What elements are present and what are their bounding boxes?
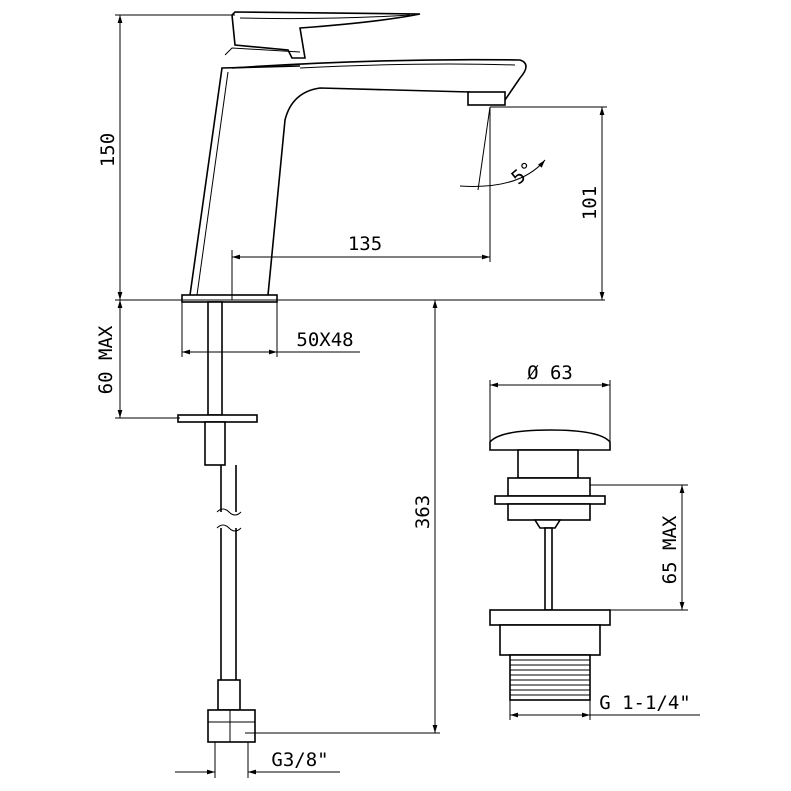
faucet-lever [224, 11, 421, 59]
label-101: 101 [579, 186, 601, 220]
dimension-50x48: 50X48 [181, 302, 360, 357]
label-135: 135 [348, 233, 382, 255]
label-150: 150 [97, 133, 119, 167]
label-363: 363 [412, 495, 434, 529]
label-65-max: 65 MAX [659, 515, 681, 584]
pop-up-waste [489, 429, 611, 701]
dimension-150: 150 [97, 14, 605, 301]
dimension-65-max: 65 MAX [590, 484, 688, 611]
label-60-max: 60 MAX [95, 325, 117, 394]
dimension-363: 363 [245, 300, 440, 734]
dimension-g3-8: G3/8" [175, 742, 340, 778]
dimension-60-max: 60 MAX [95, 300, 180, 419]
label-g3-8: G3/8" [271, 749, 328, 771]
dimension-135: 135 [231, 233, 490, 300]
label-diameter-63: Ø 63 [527, 362, 573, 384]
faucet-body [181, 58, 527, 303]
dimension-diameter-63: Ø 63 [489, 362, 611, 442]
label-50x48: 50X48 [296, 329, 353, 351]
label-5-degrees: 5° [507, 158, 539, 190]
label-g1-1-4: G 1-1/4" [599, 692, 691, 714]
dimension-101: 101 [490, 106, 607, 300]
dimension-g1-1-4: G 1-1/4" [509, 692, 700, 720]
angle-5-degrees: 5° [459, 106, 546, 262]
shank-and-hose [177, 301, 258, 743]
